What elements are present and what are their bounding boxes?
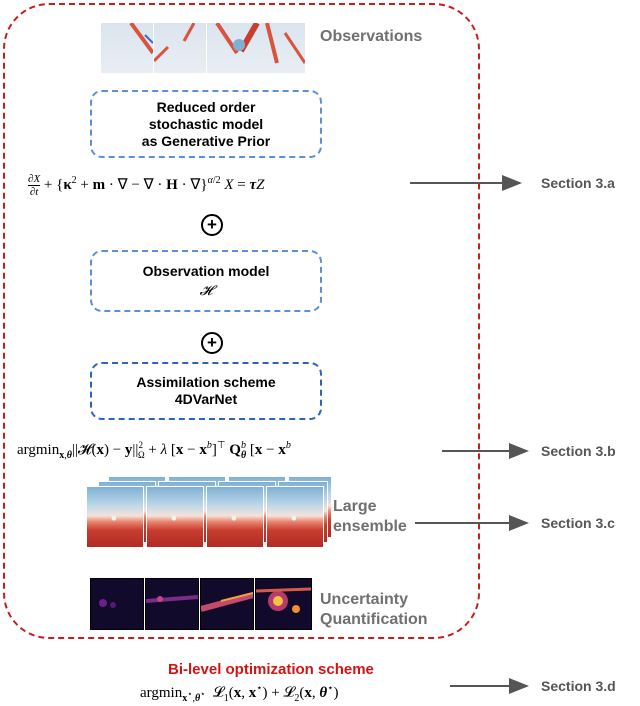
uncertainty-map-1 [90, 578, 144, 630]
assimilation-scheme-box: Assimilation scheme 4DVarNet [90, 362, 322, 420]
observations-label: Observations [320, 28, 423, 45]
ensemble-member-4 [266, 486, 324, 548]
ensemble-label: Large ensemble [333, 497, 407, 537]
ensemble-member-1 [86, 486, 144, 548]
uncertainty-map-2 [145, 578, 199, 630]
ensemble-member-3 [206, 486, 264, 548]
section-3b-label: Section 3.b [541, 443, 616, 459]
observation-image-1 [100, 22, 154, 74]
plus-icon: + [201, 214, 223, 236]
uncertainty-label-line-1: Uncertainty [320, 591, 409, 608]
assimilation-line-2: 4DVarNet [174, 391, 238, 407]
ensemble-images [80, 476, 332, 548]
observation-model-title: Observation model [142, 262, 270, 279]
bilevel-title: Bi-level optimization scheme [168, 661, 374, 678]
observation-image-3 [206, 22, 306, 74]
section-3d-label: Section 3.d [541, 678, 616, 694]
plus-icon: + [201, 332, 223, 354]
uncertainty-images [90, 578, 312, 630]
model-frame [3, 3, 480, 639]
variational-cost-equation: argminx,θ||𝓗(x) − y||2Ω + λ [x − xb]⊤ Qb… [17, 440, 291, 461]
ensemble-label-line-1: Large [333, 498, 377, 515]
section-3c-label: Section 3.c [541, 515, 615, 531]
observations-images [100, 22, 306, 74]
observation-model-box: Observation model 𝓗 [90, 250, 322, 312]
bilevel-equation: argminx⋆,θ⋆ 𝓛1(x, x⋆) + 𝓛2(x, θ⋆) [140, 683, 339, 704]
uncertainty-map-4 [255, 578, 312, 630]
ensemble-member-2 [146, 486, 204, 548]
ensemble-label-line-2: ensemble [333, 518, 407, 535]
section-3a-label: Section 3.a [541, 175, 615, 191]
uncertainty-map-3 [200, 578, 254, 630]
observation-operator-symbol: 𝓗 [199, 282, 213, 299]
uncertainty-label-line-2: Quantification [320, 611, 428, 628]
spde-equation: ∂X ∂t + {κ2 + m · ∇ − ∇ · H · ∇}α/2 X = … [28, 173, 265, 198]
assimilation-line-1: Assimilation scheme [136, 374, 276, 390]
prior-line-2: stochastic model [148, 115, 264, 132]
generative-prior-box: Reduced order stochastic model as Genera… [90, 90, 322, 158]
prior-line-3: as Generative Prior [141, 132, 271, 149]
prior-line-1: Reduced order [156, 98, 256, 115]
uncertainty-label: Uncertainty Quantification [320, 590, 428, 630]
